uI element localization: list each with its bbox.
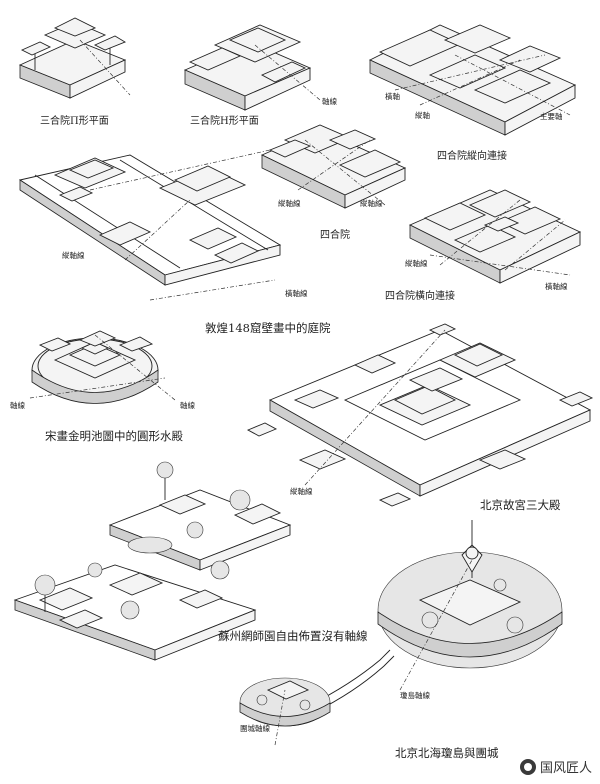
label-sanheyuan-h: 三合院H形平面 [190,116,259,127]
label-qiongdao-axis: 瓊島軸線 [400,691,430,700]
label-siheyuan-middle: 四合院 [320,230,350,241]
drawing-round-water-hall [29,330,176,404]
label-forbidden-city: 北京故宮三大殿 [480,498,561,512]
drawing-dunhuang-courtyard [18,149,282,301]
label-dunhuang: 敦煌148窟壁畫中的庭院 [205,321,331,335]
drawing-siheyuan-longitudinal [368,24,577,136]
label-zongzhouxian-b: 縱軸線 [360,199,383,208]
label-zongzhouxian-a: 縱軸線 [278,199,301,208]
label-song-painting: 宋畫金明池圖中的圓形水殿 [45,429,183,443]
drawing-siheyuan-transverse [408,189,582,284]
label-zhuyao-zhou: 主要軸 [540,112,563,121]
label-beihai: 北京北海瓊島與團城 [395,746,499,760]
drawing-sanheyuan-h [183,24,321,111]
watermark: 国风匠人 [519,757,592,776]
drawing-sanheyuan-u [18,17,131,99]
drawing-siheyuan-middle [260,124,407,209]
label-axis-round-right: 軸線 [180,401,195,410]
drawing-suzhou-garden [13,461,292,661]
label-siheyuan-transverse: 四合院橫向連接 [385,291,455,302]
label-suzhou: 蘇州網師園自由佈置沒有軸線 [218,629,368,643]
watermark-logo-icon [519,758,536,775]
label-hengzhou: 橫軸 [385,92,400,101]
label-zongzhouxian-fc: 縱軸線 [290,487,313,496]
drawing-beihai [239,520,563,746]
drawing-forbidden-city [246,323,594,507]
watermark-text: 国风匠人 [539,761,592,776]
label-siheyuan-longitudinal: 四合院縱向連接 [437,151,507,162]
label-axis-round-left: 軸線 [10,401,25,410]
label-zongzhouxian-c: 縱軸線 [62,251,85,260]
label-hengzhouxian-a: 橫軸線 [285,289,308,298]
label-axis-1: 軸線 [322,97,337,106]
label-zongzhouxian-d: 縱軸線 [405,259,428,268]
label-sanheyuan-u: 三合院П形平面 [40,116,109,127]
label-hengzhouxian-b: 橫軸線 [545,282,568,291]
label-zongzhou-1: 縱軸 [415,111,430,120]
label-tuancheng-axis: 團城軸線 [240,724,270,733]
